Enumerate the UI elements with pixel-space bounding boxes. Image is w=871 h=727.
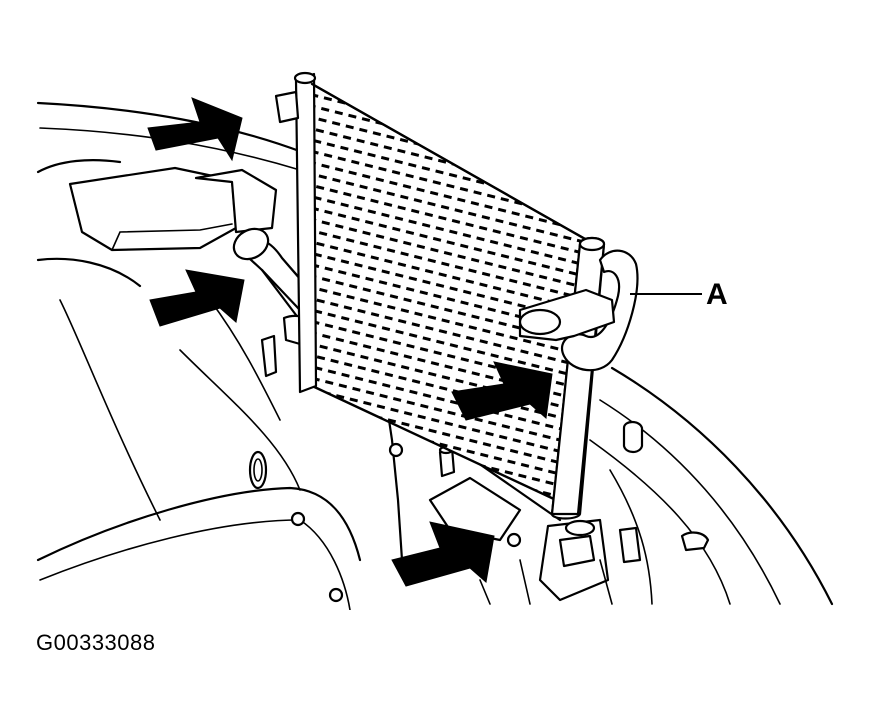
condenser-core (306, 82, 596, 502)
arrow-upper-left-icon (147, 97, 243, 162)
air-intake-side (194, 168, 278, 234)
bolt-left (290, 511, 306, 527)
clip-left (260, 334, 278, 378)
arrow-left-mid-icon (149, 269, 245, 327)
stud-right (622, 420, 644, 454)
right-harness (609, 469, 653, 605)
arrow-lower-icon (391, 521, 495, 587)
hose (428, 476, 522, 542)
figure-id: G00333088 (36, 630, 156, 655)
fender-right-outer (610, 366, 834, 606)
condenser-top-hook (274, 90, 300, 124)
arrow-condenser-icon (451, 361, 553, 421)
callout-label-a: A (706, 278, 728, 311)
bumper-line (36, 486, 362, 562)
refrigerant-line-loop (561, 249, 639, 372)
condenser-left-tank (294, 72, 318, 394)
support-cap (232, 227, 270, 261)
fender-line-top (36, 101, 304, 154)
grommet (248, 450, 268, 490)
fender-edge (36, 159, 122, 174)
body-curve-left (36, 257, 142, 288)
